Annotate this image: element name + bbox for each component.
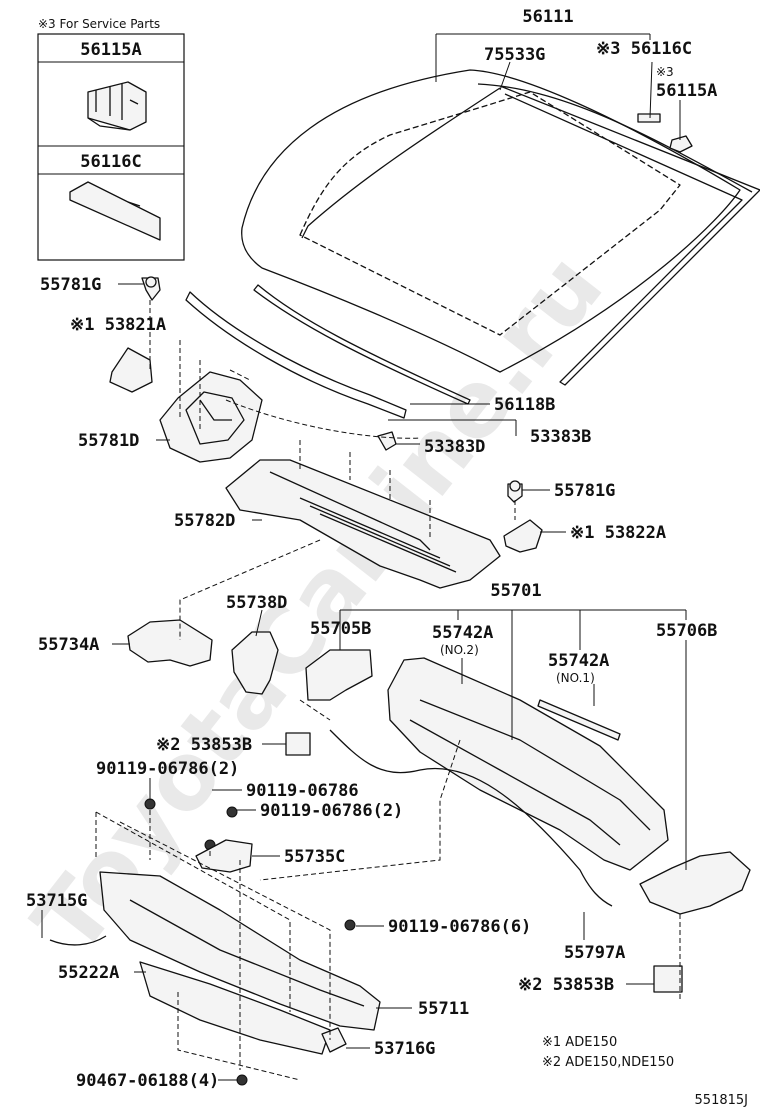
bracket-53822A [503, 519, 543, 553]
clip-56115A-image [87, 81, 147, 131]
label-55742A-no1: 55742A [548, 651, 609, 671]
label-55706B: 55706B [656, 621, 717, 641]
molding-75533G [477, 83, 753, 193]
label-55711: 55711 [418, 999, 469, 1019]
label-55738D: 55738D [226, 593, 287, 613]
label-75533G: 75533G [484, 45, 545, 65]
label-53853B-bottom: ※2 53853B [518, 975, 614, 995]
service-item-56116C: 56116C [80, 152, 141, 172]
seal-55781D [159, 371, 263, 463]
label-53716G: 53716G [374, 1039, 435, 1059]
panel-55734A [127, 619, 213, 667]
label-53821A: ※1 53821A [70, 315, 166, 335]
clip-55781G-right [507, 480, 523, 503]
label-55742A-no2-sub: (NO.2) [440, 643, 479, 657]
clip-55781G-top [141, 276, 161, 301]
bracket-53821A [109, 347, 153, 393]
label-53383D: 53383D [424, 437, 485, 457]
label-55222A: 55222A [58, 963, 119, 983]
tape-56116C-image [69, 181, 161, 241]
label-55781G-right: 55781G [554, 481, 615, 501]
seal-55742A-no1 [537, 699, 621, 741]
tape-56116C [637, 113, 661, 123]
label-90119-06786-6: 90119-06786(6) [388, 917, 531, 937]
label-55701: 55701 [490, 581, 541, 601]
label-55742A-no2: 55742A [432, 623, 493, 643]
bracket-55705B [305, 649, 373, 701]
weatherstrip-56118B [185, 291, 407, 419]
hose-55797A [329, 729, 613, 907]
service-box-title: ※3 For Service Parts [38, 17, 160, 31]
windshield-glass-56111 [241, 69, 760, 386]
cushion-53853B-bottom [653, 965, 683, 993]
label-56115A-mark: ※3 [656, 65, 674, 79]
label-55735C: 55735C [284, 847, 345, 867]
label-55705B: 55705B [310, 619, 371, 639]
label-53853B-top: ※2 53853B [156, 735, 252, 755]
label-90119-06786-2-a: 90119-06786(2) [96, 759, 239, 779]
label-90119-06786: 90119-06786 [246, 781, 359, 801]
panel-55222A [139, 961, 331, 1055]
clip-56115A [669, 135, 693, 153]
label-56115A: 56115A [656, 81, 717, 101]
label-90119-06786-2-c: 90119-06786(2) [260, 801, 403, 821]
assembly-dashed-lines [95, 300, 681, 1081]
label-55781G-top: 55781G [40, 275, 101, 295]
cowl-panel-55701 [387, 657, 669, 871]
label-55734A: 55734A [38, 635, 99, 655]
label-53383B: 53383B [530, 427, 591, 447]
diagram-code: 551815J [695, 1093, 748, 1108]
clip-53716G [321, 1027, 347, 1053]
harness-53715G [49, 935, 107, 946]
label-55797A: 55797A [564, 943, 625, 963]
note-2: ※2 ADE150,NDE150 [542, 1055, 674, 1070]
cowl-grille-55782D [225, 459, 501, 589]
label-56118B: 56118B [494, 395, 555, 415]
part-labels: 56111 75533G ※3 56116C ※3 56115A 55781G … [26, 7, 717, 1091]
bracket-55735C [195, 839, 253, 873]
label-55781D: 55781D [78, 431, 139, 451]
label-56116C: ※3 56116C [596, 39, 692, 59]
cushion-53853B-top [285, 732, 311, 756]
service-parts-box: ※3 For Service Parts 56115A 56116C [37, 17, 185, 261]
service-item-56115A: 56115A [80, 40, 141, 60]
bolts [144, 798, 356, 1086]
bracket-55738D [231, 631, 279, 695]
extension-55706B [639, 851, 751, 915]
label-55742A-no1-sub: (NO.1) [556, 671, 595, 685]
label-90467-06188: 90467-06188(4) [76, 1071, 219, 1091]
label-55782D: 55782D [174, 511, 235, 531]
leader-lines [41, 33, 687, 1081]
label-53715G: 53715G [26, 891, 87, 911]
label-53822A: ※1 53822A [570, 523, 666, 543]
label-56111: 56111 [522, 7, 573, 27]
note-1: ※1 ADE150 [542, 1035, 617, 1050]
